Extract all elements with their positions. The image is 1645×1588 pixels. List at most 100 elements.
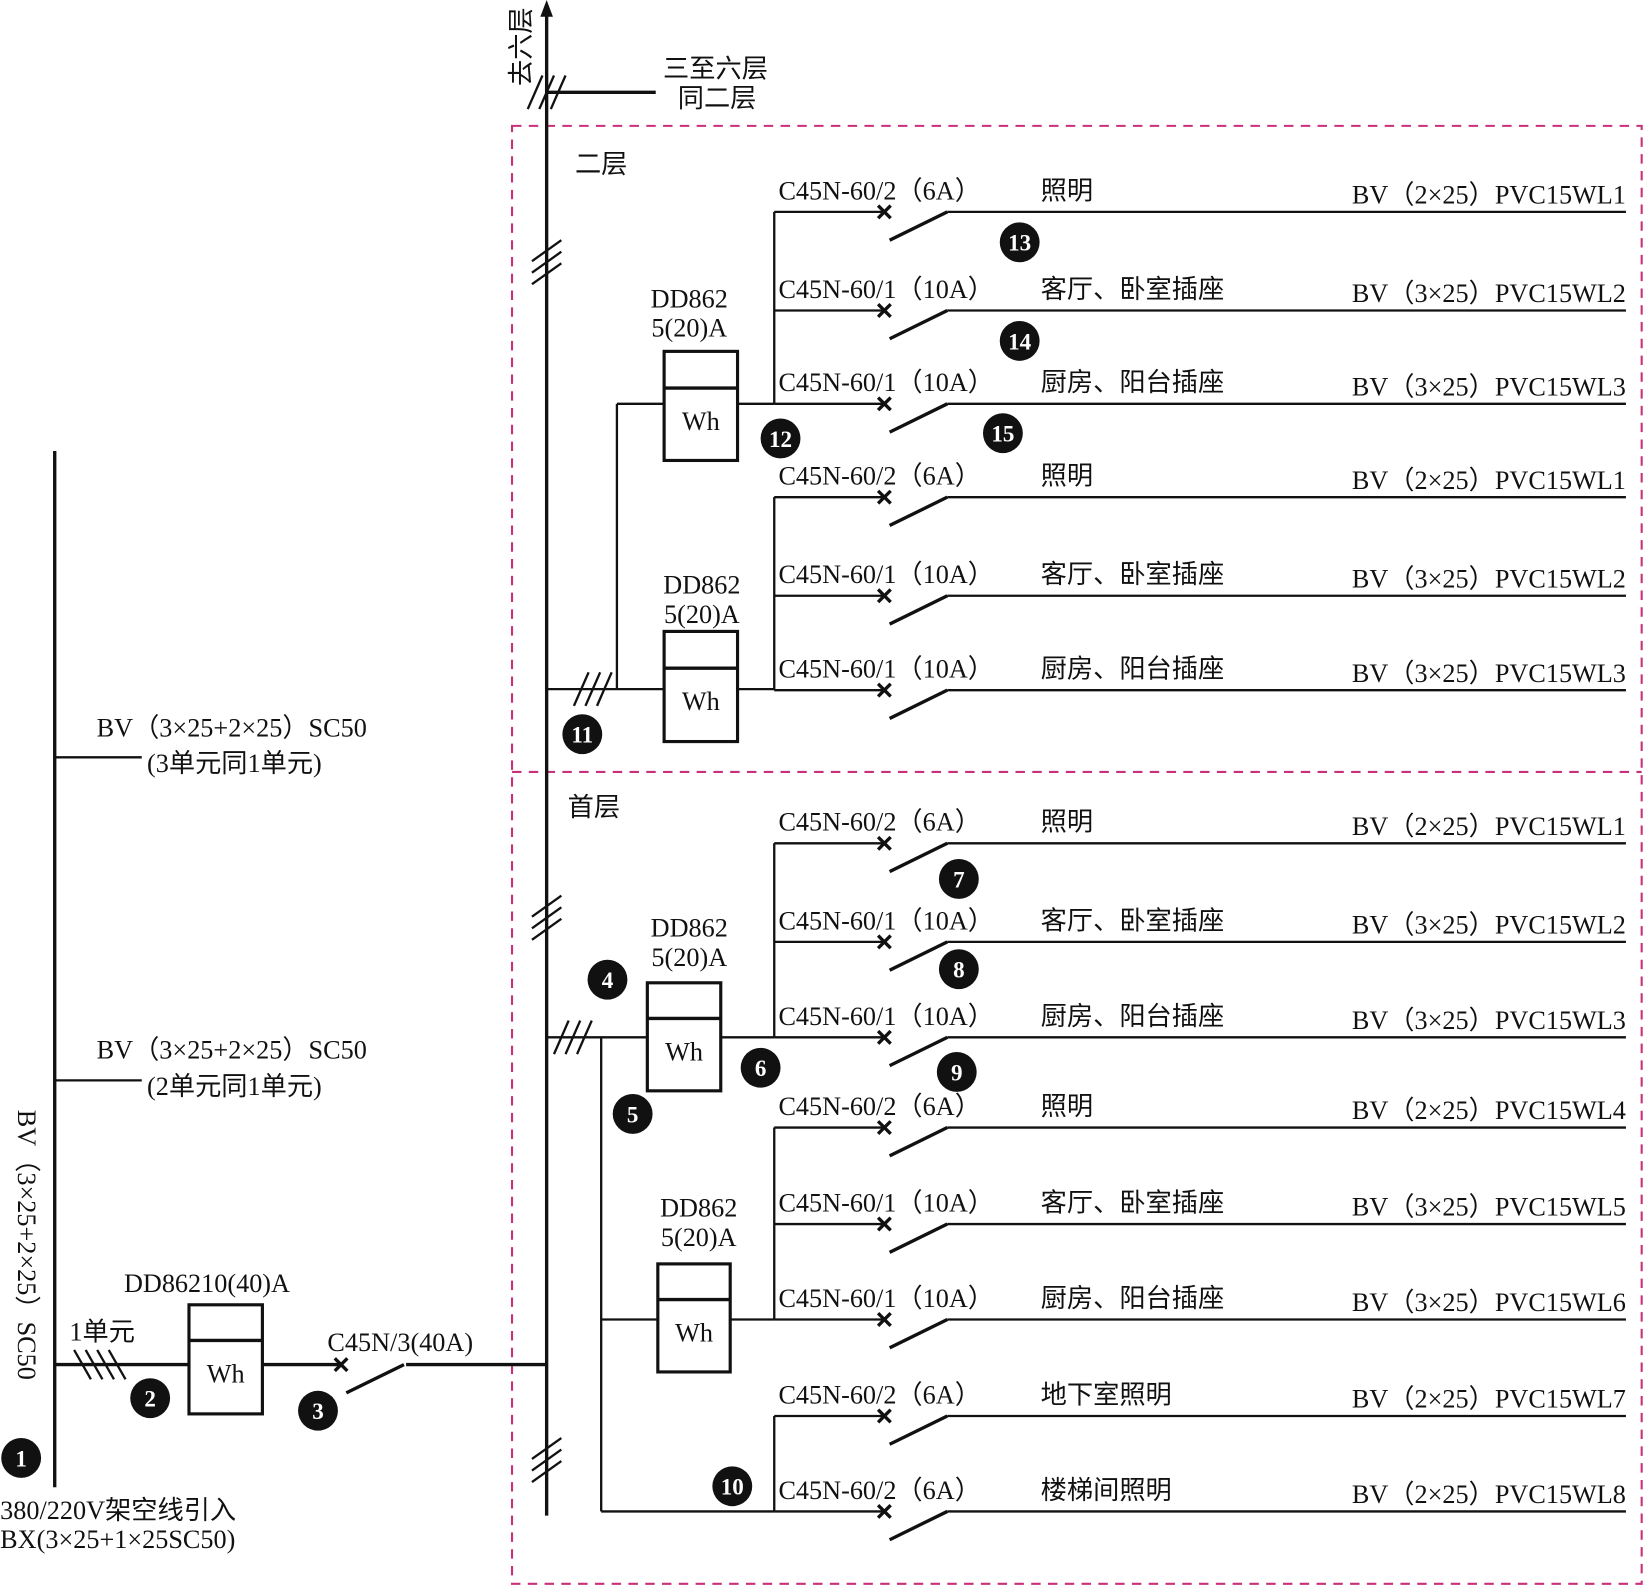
circuit-cable-label: BV（3×25）PVC15WL3 xyxy=(1352,659,1626,688)
number-badge-label: 11 xyxy=(571,722,593,748)
number-badge xyxy=(740,1047,781,1088)
unit2-cable: BV（3×25+2×25）SC50 xyxy=(97,1035,367,1064)
cable-tick-mark xyxy=(538,75,556,110)
circuit-cable-label: BV（3×25）PVC15WL3 xyxy=(1352,1006,1626,1035)
kwh-meter xyxy=(187,1303,264,1416)
meter-rating-label: 5(20)A xyxy=(664,600,740,629)
breaker-x-icon xyxy=(876,1408,892,1424)
breaker-x-icon xyxy=(876,1120,892,1136)
feeder-vertical-label: BV（3×25+2×25）SC50 xyxy=(12,1110,41,1380)
number-badge xyxy=(982,413,1023,454)
number-badge xyxy=(130,1378,171,1419)
cable-tick-mark xyxy=(531,894,563,918)
circuit-use-label: 照明 xyxy=(1041,462,1093,491)
cable-tick-mark xyxy=(531,239,563,263)
number-badge-label: 1 xyxy=(15,1445,27,1471)
circuit-use-label: 客厅、卧室插座 xyxy=(1041,560,1225,589)
cable-tick-mark xyxy=(531,917,563,941)
circuit-breaker-label: C45N-60/1（10A） xyxy=(778,1284,994,1313)
breaker-blade xyxy=(888,210,949,242)
number-badge-label: 7 xyxy=(953,866,965,892)
meter-rating-label: 5(20)A xyxy=(651,943,727,972)
circuit-cable-label: BV（2×25）PVC15WL1 xyxy=(1352,812,1626,841)
cable-tick-mark xyxy=(531,1437,563,1460)
source-cable: BX(3×25+1×25SC50) xyxy=(0,1525,235,1554)
meter-symbol: Wh xyxy=(682,687,720,716)
cable-tick-mark xyxy=(531,262,563,286)
cable-tick-mark xyxy=(526,75,544,110)
number-badge-label: 14 xyxy=(1008,328,1032,354)
circuit-breaker-label: C45N-60/2（6A） xyxy=(778,1380,980,1409)
circuit-cable-label: BV（3×25）PVC15WL2 xyxy=(1352,279,1626,308)
number-badge-label: 12 xyxy=(769,426,792,452)
meter-symbol: Wh xyxy=(682,407,720,436)
circuit-use-label: 厨房、阳台插座 xyxy=(1041,655,1225,684)
breaker-blade xyxy=(888,402,949,434)
circuit-cable-label: BV（3×25）PVC15WL5 xyxy=(1352,1193,1626,1222)
breaker-blade xyxy=(888,940,949,972)
breaker-x-icon xyxy=(333,1357,349,1373)
breaker-blade xyxy=(888,1126,949,1158)
cable-tick-mark xyxy=(552,1020,570,1055)
breaker-x-icon xyxy=(876,588,892,604)
arrow-up-icon xyxy=(540,0,553,17)
cable-tick-mark xyxy=(531,906,563,930)
kwh-meter xyxy=(662,349,740,463)
unit3-note: (3单元同1单元) xyxy=(147,749,322,778)
breaker-blade xyxy=(888,308,949,341)
cable-tick-mark xyxy=(576,1020,593,1055)
breaker-x-icon xyxy=(876,302,892,318)
number-badge xyxy=(587,959,628,1000)
breaker-x-icon xyxy=(876,1029,892,1045)
circuit-breaker-label: C45N-60/2（6A） xyxy=(778,176,980,205)
circuit-use-label: 客厅、卧室插座 xyxy=(1041,275,1225,304)
circuit-use-label: 照明 xyxy=(1041,1092,1093,1121)
number-badge xyxy=(936,1052,977,1092)
circuit-use-label: 客厅、卧室插座 xyxy=(1041,906,1225,935)
number-badge-label: 10 xyxy=(721,1474,744,1500)
circuit-use-label: 照明 xyxy=(1041,176,1093,205)
meter-symbol: Wh xyxy=(665,1037,703,1066)
meter-model-label: DD862 xyxy=(651,914,728,943)
kwh-meter xyxy=(656,1262,732,1374)
meter-rating-label: 5(20)A xyxy=(651,314,727,343)
number-badge-label: 13 xyxy=(1008,230,1031,256)
unit3-cable: BV（3×25+2×25）SC50 xyxy=(97,713,367,742)
circuit-use-label: 地下室照明 xyxy=(1041,1380,1172,1409)
number-badge xyxy=(562,714,603,755)
circuit-cable-label: BV（3×25）PVC15WL2 xyxy=(1352,564,1626,593)
cable-tick-mark xyxy=(564,1020,582,1055)
cable-tick-mark xyxy=(107,1349,127,1380)
circuit-breaker-label: C45N-60/2（6A） xyxy=(778,462,980,491)
circuit-cable-label: BV（3×25）PVC15WL3 xyxy=(1352,372,1626,401)
circuit-breaker-label: C45N-60/2（6A） xyxy=(778,1092,980,1121)
source-label: 380/220V架空线引入 xyxy=(0,1496,236,1525)
number-badge xyxy=(999,320,1040,361)
number-badge xyxy=(298,1390,338,1431)
breaker-x-icon xyxy=(876,835,892,851)
number-badge xyxy=(1,1438,42,1478)
number-badge-label: 8 xyxy=(953,957,965,983)
circuit-cable-label: BV（2×25）PVC15WL1 xyxy=(1352,466,1626,495)
circuit-breaker-label: C45N-60/1（10A） xyxy=(778,275,994,304)
circuit-breaker-label: C45N-60/1（10A） xyxy=(778,906,994,935)
meter-symbol: Wh xyxy=(675,1319,713,1348)
circuit-breaker-label: C45N-60/2（6A） xyxy=(778,808,980,837)
circuit-use-label: 客厅、卧室插座 xyxy=(1041,1188,1225,1217)
number-badge-label: 3 xyxy=(312,1398,324,1424)
breaker-x-icon xyxy=(876,396,892,412)
cable-tick-mark xyxy=(572,671,590,707)
meter-symbol: Wh xyxy=(207,1359,245,1388)
number-badge-label: 9 xyxy=(951,1059,963,1085)
number-badge xyxy=(938,859,979,899)
cable-tick-mark xyxy=(531,250,563,274)
number-badge xyxy=(938,949,979,990)
circuit-breaker-label: C45N-60/1（10A） xyxy=(778,560,994,589)
circuit-cable-label: BV（2×25）PVC15WL1 xyxy=(1352,180,1626,209)
breaker-x-icon xyxy=(876,682,892,698)
meter-model-label: DD862 xyxy=(651,284,728,313)
number-badge-label: 6 xyxy=(755,1055,767,1081)
upper-floors-note: 同二层 xyxy=(678,84,757,113)
